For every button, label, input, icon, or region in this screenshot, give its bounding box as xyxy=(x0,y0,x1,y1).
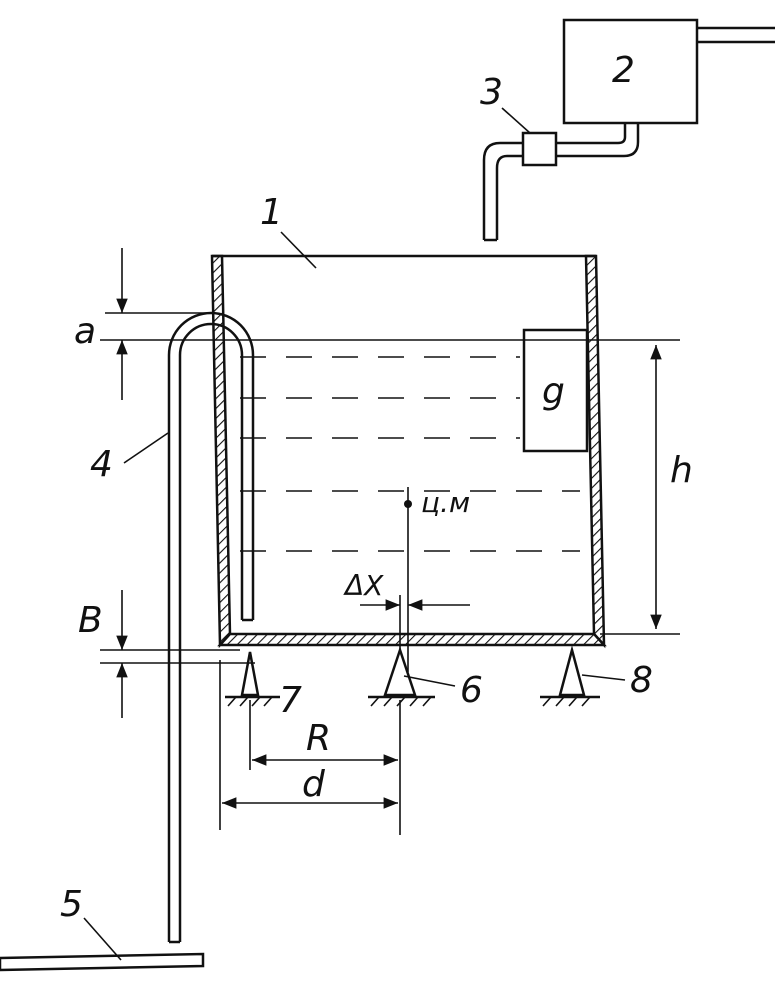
pump xyxy=(564,20,775,123)
drain-plate xyxy=(0,954,203,970)
label-drain: 5 xyxy=(60,884,83,925)
label-center-of-mass: ц.м xyxy=(421,486,470,519)
label-support-right: 8 xyxy=(630,660,653,701)
dim-a xyxy=(105,248,212,400)
vessel-right-wall xyxy=(586,256,604,645)
label-pump: 2 xyxy=(612,50,635,91)
support-center xyxy=(368,650,435,706)
label-dim-h: h xyxy=(670,450,693,491)
label-valve: 3 xyxy=(480,72,503,113)
label-dim-d: d xyxy=(302,764,326,805)
dim-b xyxy=(100,590,255,718)
label-dim-b: B xyxy=(78,600,103,641)
support-left xyxy=(225,652,280,706)
leader-lines xyxy=(84,108,625,960)
label-vessel: 1 xyxy=(260,192,283,233)
valve xyxy=(523,133,556,165)
siphon-tube xyxy=(169,313,253,942)
label-siphon: 4 xyxy=(90,444,113,485)
supply-pipe xyxy=(484,123,638,240)
support-right xyxy=(540,650,600,706)
label-dim-a: a xyxy=(74,311,96,352)
label-block: g xyxy=(542,371,565,412)
label-dim-dx: ΔX xyxy=(343,569,384,602)
label-dim-r: R xyxy=(306,718,331,759)
dim-h xyxy=(600,345,680,634)
vessel-bottom xyxy=(220,634,604,645)
label-support-left: 7 xyxy=(279,680,302,721)
label-support-center: 6 xyxy=(460,670,483,711)
